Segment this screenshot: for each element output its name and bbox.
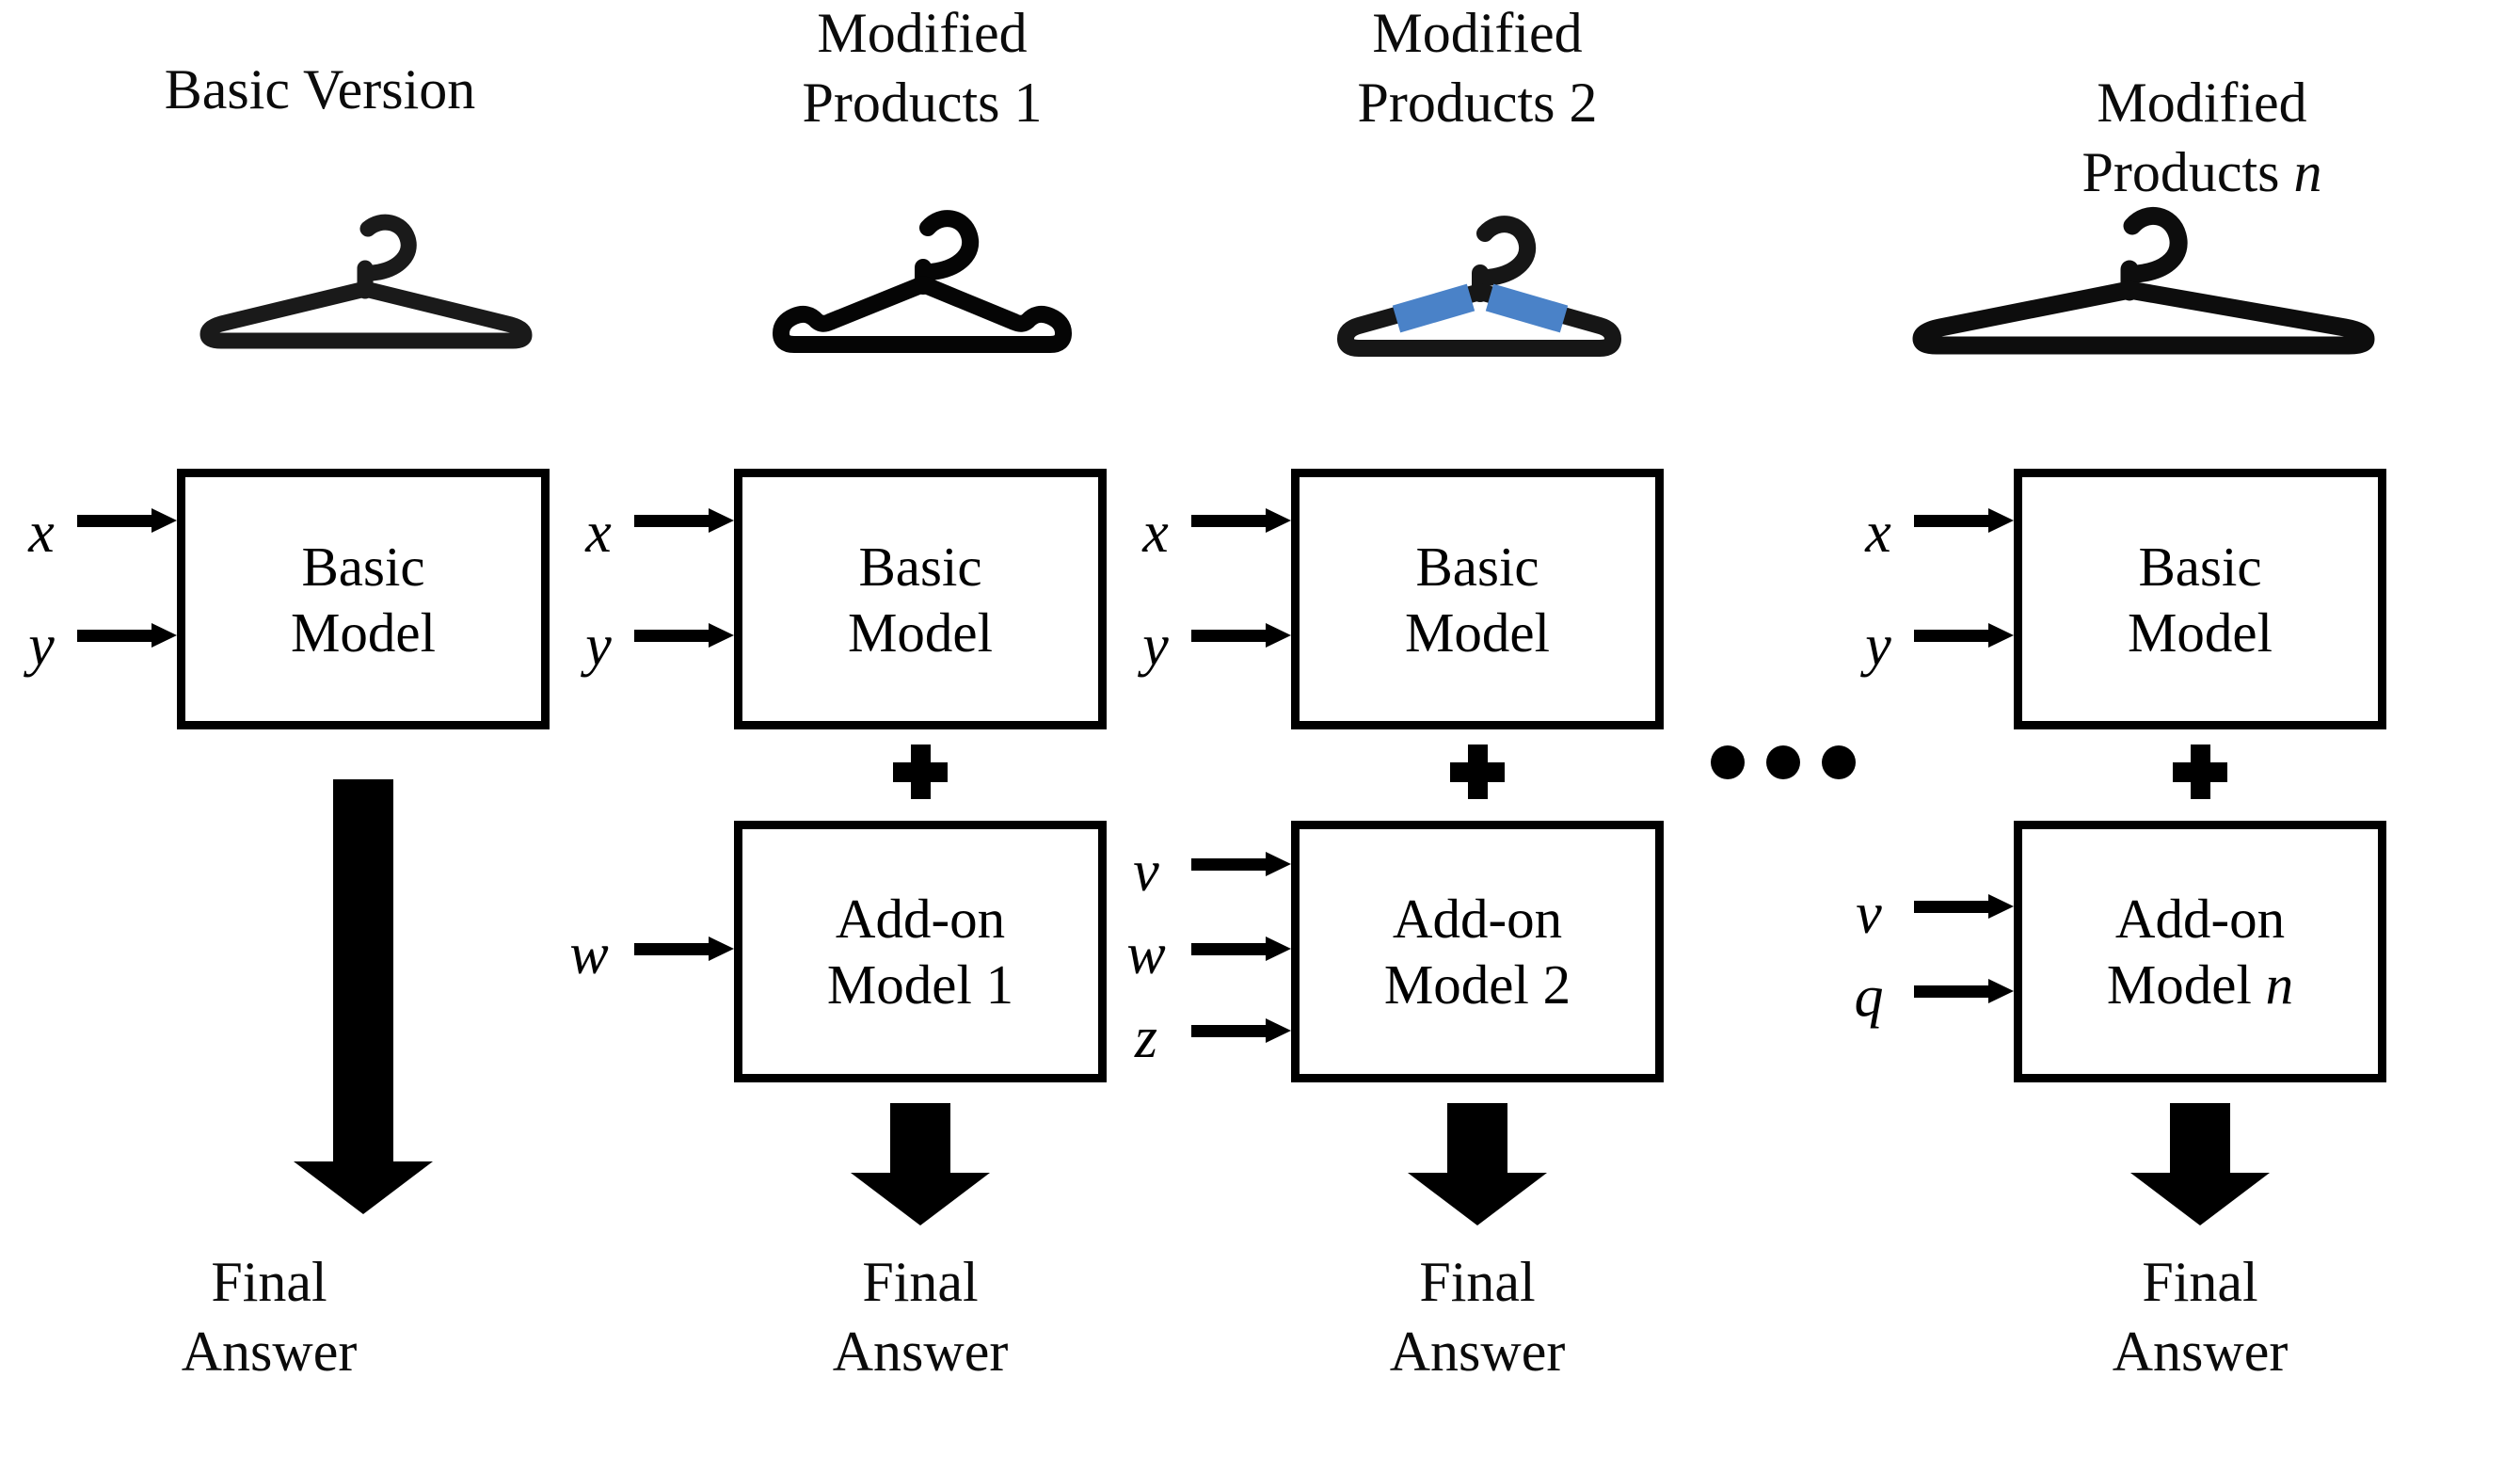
- addon-model-label: Add-on Model 2: [1383, 888, 1571, 1016]
- final-answer-col2: Final Answer: [832, 1251, 1009, 1383]
- addon-model-index: n: [2265, 953, 2294, 1016]
- input-var-q-col4: q: [1854, 965, 1884, 1029]
- input-var-w-col2: w: [569, 922, 609, 986]
- basic-model-box-col2[interactable]: Basic Model: [734, 469, 1107, 729]
- final-answer-col1: Final Answer: [181, 1251, 358, 1383]
- column-title-modified-products-n: Modified Products n: [1920, 0, 2484, 207]
- input-arrow-x-col3: [1191, 508, 1291, 533]
- final-answer-col4: Final Answer: [2112, 1251, 2289, 1383]
- ellipsis-dot: [1766, 745, 1800, 779]
- input-arrow-x-col2: [634, 508, 734, 533]
- final-answer-col3: Final Answer: [1389, 1251, 1566, 1383]
- output-arrow-col4: [2115, 1103, 2285, 1227]
- addon-model-box-col2[interactable]: Add-on Model 1: [734, 821, 1107, 1082]
- plus-symbol-col3: [1450, 745, 1505, 799]
- input-var-y-col3: y: [1142, 614, 1169, 678]
- basic-model-box-col3[interactable]: Basic Model: [1291, 469, 1664, 729]
- ellipsis-dots: [1711, 745, 1856, 779]
- input-arrow-w-col3: [1191, 937, 1291, 961]
- ellipsis-dot: [1711, 745, 1745, 779]
- column-title-modified-products-1: Modified Products 1: [802, 2, 1043, 134]
- column-title-modified-products-2: Modified Products 2: [1357, 2, 1598, 134]
- addon-model-box-col3[interactable]: Add-on Model 2: [1291, 821, 1664, 1082]
- input-arrow-y-col3: [1191, 623, 1291, 648]
- output-arrow-col1: [279, 779, 448, 1214]
- output-arrow-col2: [836, 1103, 1005, 1227]
- addon-model-label-text: Add-on Model: [2106, 888, 2286, 1016]
- input-arrow-y-col4: [1914, 623, 2014, 648]
- input-var-x-col1: x: [28, 501, 55, 565]
- input-var-y-col2: y: [585, 614, 612, 678]
- input-var-y-col1: y: [28, 614, 55, 678]
- input-var-v-col3: v: [1133, 840, 1159, 904]
- basic-model-box-col1[interactable]: Basic Model: [177, 469, 550, 729]
- clothes-hanger-notched-icon: [743, 205, 1101, 353]
- basic-model-label: Basic Model: [1404, 535, 1551, 664]
- output-arrow-col3: [1393, 1103, 1562, 1227]
- input-var-x-col4: x: [1865, 501, 1891, 565]
- input-arrow-z-col3: [1191, 1018, 1291, 1043]
- plus-symbol-col4: [2173, 745, 2227, 799]
- basic-model-box-col4[interactable]: Basic Model: [2014, 469, 2386, 729]
- column-title-index: n: [2293, 141, 2322, 203]
- input-arrow-v-col4: [1914, 894, 2014, 919]
- input-arrow-w-col2: [634, 937, 734, 961]
- column-title-text: Modified Products: [2081, 72, 2307, 203]
- plus-symbol-col2: [893, 745, 948, 799]
- clothes-hanger-blue-grips-icon: [1317, 215, 1666, 357]
- addon-model-box-col4[interactable]: Add-on Model n: [2014, 821, 2386, 1082]
- clothes-hanger-wide-icon: [1910, 205, 2381, 355]
- addon-model-label: Add-on Model 1: [826, 888, 1014, 1016]
- input-var-v-col4: v: [1856, 882, 1882, 946]
- input-arrow-y-col1: [77, 623, 177, 648]
- input-arrow-y-col2: [634, 623, 734, 648]
- basic-model-label: Basic Model: [290, 535, 437, 664]
- basic-model-label: Basic Model: [847, 535, 994, 664]
- input-var-x-col3: x: [1142, 501, 1169, 565]
- input-var-w-col3: w: [1126, 922, 1166, 986]
- input-arrow-q-col4: [1914, 979, 2014, 1003]
- addon-model-label: Add-on Model n: [2107, 886, 2293, 1017]
- clothes-hanger-plain-icon: [193, 212, 533, 349]
- input-arrow-x-col1: [77, 508, 177, 533]
- basic-model-label: Basic Model: [2127, 535, 2273, 664]
- input-arrow-x-col4: [1914, 508, 2014, 533]
- input-var-y-col4: y: [1865, 614, 1891, 678]
- input-var-x-col2: x: [585, 501, 612, 565]
- input-arrow-v-col3: [1191, 852, 1291, 876]
- input-var-z-col3: z: [1134, 1006, 1158, 1070]
- ellipsis-dot: [1822, 745, 1856, 779]
- column-title-basic-version: Basic Version: [164, 58, 476, 120]
